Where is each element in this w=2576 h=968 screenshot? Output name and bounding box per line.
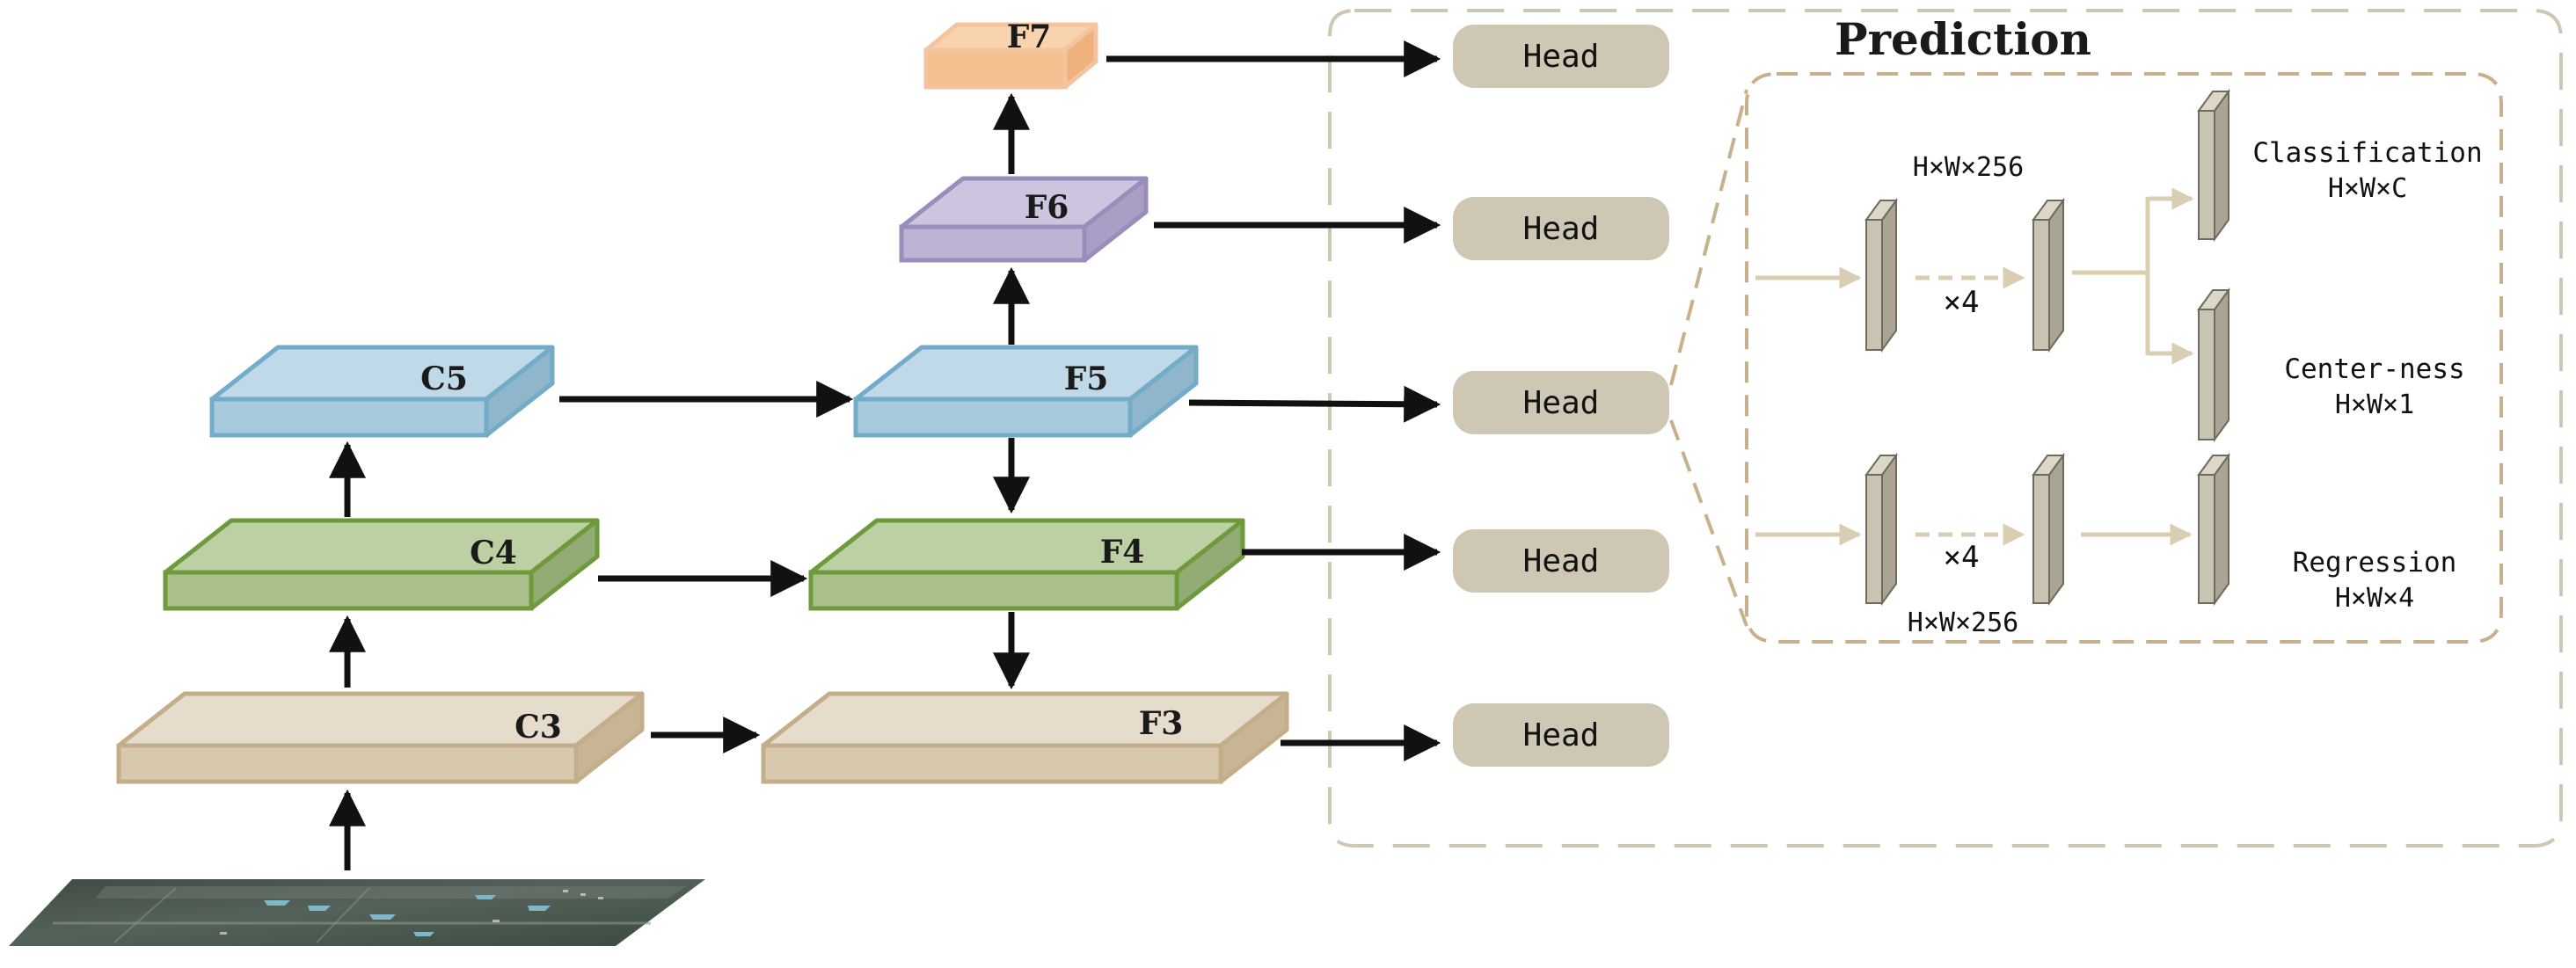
fpn-f7-plate: F7 xyxy=(923,18,1098,90)
head-label-f3: Head xyxy=(1523,717,1600,753)
f7-label: F7 xyxy=(1007,18,1052,55)
c3-label: C3 xyxy=(514,709,562,746)
head-label-f6: Head xyxy=(1523,211,1600,247)
fpn-f3-plate: F3 xyxy=(761,691,1289,784)
head-box-f7: Head xyxy=(1453,25,1669,88)
regression-dims: H×W×4 xyxy=(2335,583,2414,614)
prediction-region-outline xyxy=(1328,9,2563,848)
bottom-branch-dims: H×W×256 xyxy=(1908,608,2018,638)
centerness-label: Center-ness xyxy=(2284,353,2464,385)
flow-arrows xyxy=(329,40,1441,870)
backbone-c3-plate: C3 xyxy=(116,691,645,784)
top-branch-dims: H×W×256 xyxy=(1913,152,2024,183)
feature-bar-bottom-2 xyxy=(2032,452,2065,607)
backbone-c4-plate: C4 xyxy=(163,518,600,611)
f4-label: F4 xyxy=(1100,534,1145,571)
head-box-f3: Head xyxy=(1453,703,1669,767)
centerness-dims: H×W×1 xyxy=(2335,389,2414,420)
c4-label: C4 xyxy=(470,535,517,571)
feature-bar-top-1 xyxy=(1864,197,1898,353)
head-box-f6: Head xyxy=(1453,197,1669,260)
c5-label: C5 xyxy=(420,360,468,397)
head-label-f5: Head xyxy=(1523,385,1600,421)
f5-label: F5 xyxy=(1064,360,1109,397)
feature-bar-bottom-1 xyxy=(1864,452,1898,607)
fpn-f6-plate: F6 xyxy=(899,176,1149,263)
classification-label: Classification xyxy=(2252,137,2482,169)
feature-bar-top-2 xyxy=(2032,197,2065,353)
fpn-f4-plate: F4 xyxy=(808,518,1245,611)
head-box-f5: Head xyxy=(1453,371,1669,434)
prediction-title: Prediction xyxy=(1835,13,2091,65)
zoom-line-top xyxy=(1669,89,1748,386)
zoom-line-bottom xyxy=(1669,419,1748,627)
head-box-f4: Head xyxy=(1453,529,1669,593)
f3-label: F3 xyxy=(1139,705,1184,742)
head-label-f4: Head xyxy=(1523,543,1600,579)
head-detail: ×4 H×W×256 ×4 xyxy=(1755,88,2483,638)
repeat-top-label: ×4 xyxy=(1944,285,1980,320)
output-bar-centerness xyxy=(2197,287,2230,443)
input-aerial-image xyxy=(9,879,705,946)
f6-label: F6 xyxy=(1025,189,1069,226)
head-label-f7: Head xyxy=(1523,39,1600,75)
output-bar-regression xyxy=(2197,452,2230,607)
output-bar-classification xyxy=(2197,88,2230,243)
classification-dims: H×W×C xyxy=(2328,173,2407,204)
arrow-f5-to-head xyxy=(1188,385,1441,423)
repeat-bottom-label: ×4 xyxy=(1944,540,1980,575)
backbone-c5-plate: C5 xyxy=(209,345,555,438)
regression-label: Regression xyxy=(2293,547,2457,579)
fpn-f5-plate: F5 xyxy=(853,345,1199,438)
